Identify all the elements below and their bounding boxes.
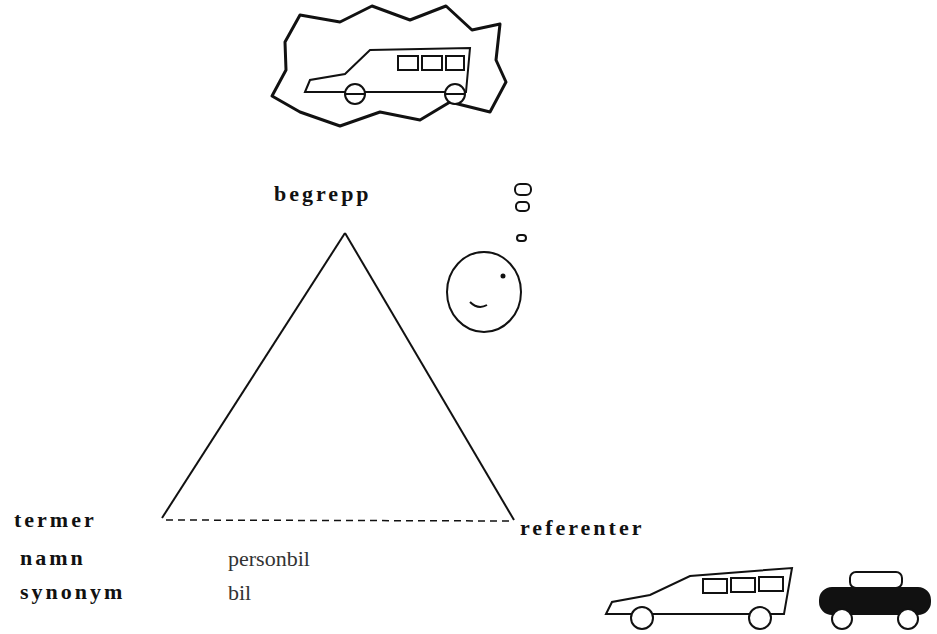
terms-label: termer <box>14 508 97 532</box>
referents-label: referenter <box>520 516 644 540</box>
thought-bubble <box>516 202 529 211</box>
thought-bubble <box>515 184 531 195</box>
triangle <box>162 233 514 521</box>
car-outline <box>606 568 792 629</box>
synonym-label: synonym <box>20 580 125 604</box>
thought-bubble <box>517 235 526 241</box>
car-black <box>820 572 930 629</box>
car-icon <box>305 48 470 104</box>
term-example: personbil <box>228 547 310 571</box>
term-example: bil <box>228 581 251 605</box>
name-label: namn <box>20 546 86 570</box>
thinking-face <box>447 252 521 332</box>
concept-label: begrepp <box>274 182 372 206</box>
thought-cloud <box>272 6 506 126</box>
